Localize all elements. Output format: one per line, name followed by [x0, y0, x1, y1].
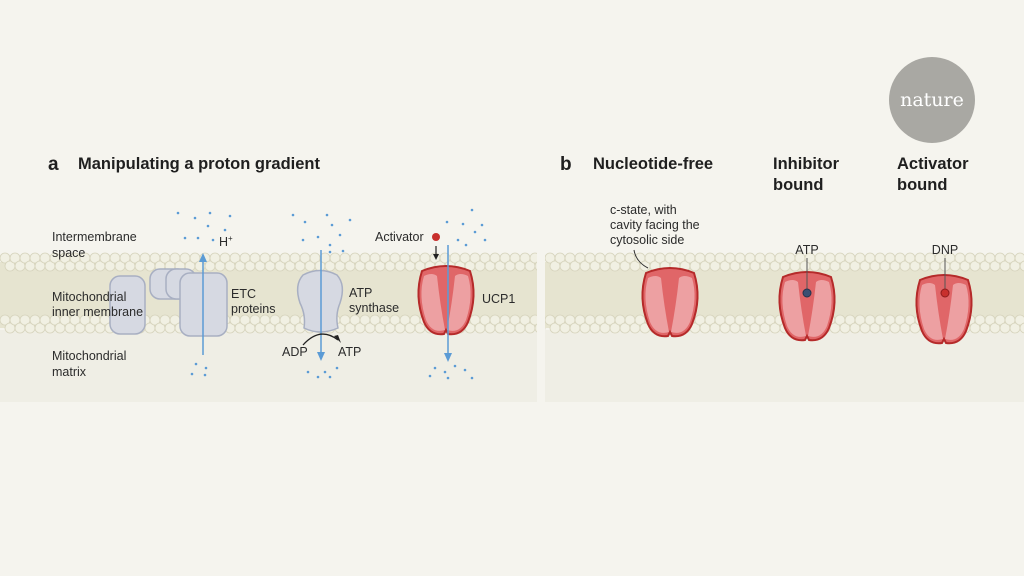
proton-dot [453, 364, 457, 368]
proton-dot [291, 213, 295, 217]
proton-dot [335, 366, 339, 370]
proton-dot [338, 233, 342, 237]
atp-synthase [296, 269, 344, 333]
annotation: cytosolic side [610, 233, 684, 247]
panel-a-title: Manipulating a proton gradient [78, 155, 320, 173]
proton-dot [480, 223, 484, 227]
proton-dot [208, 211, 212, 215]
svg-text:nature: nature [900, 89, 964, 111]
proton-label: H+ [219, 234, 233, 249]
proton-dot [306, 370, 310, 374]
lipid-head [1019, 322, 1024, 334]
proton-dot [323, 370, 327, 374]
proton-dot [473, 230, 477, 234]
proton-dot [196, 236, 200, 240]
proton-dot [316, 235, 320, 239]
proton-dot [223, 228, 227, 232]
ucp1-label: UCP1 [482, 292, 515, 306]
proton-dot [348, 218, 352, 222]
etc-proteins [109, 268, 228, 337]
proton-dot [433, 366, 437, 370]
state-title: Inhibitor [773, 155, 840, 173]
atp-synthase-label: synthase [349, 301, 399, 315]
atp-molecule [802, 288, 812, 298]
ucp1-protein [417, 265, 475, 336]
lipid-head [1014, 252, 1024, 264]
proton-dot [456, 238, 460, 242]
state-title: Nucleotide-free [593, 155, 713, 173]
proton-dot [325, 213, 329, 217]
atp-synthase-label: ATP [349, 286, 372, 300]
etc-label: proteins [231, 302, 275, 316]
state-title: bound [773, 176, 823, 194]
proton-dot [203, 373, 207, 377]
proton-dot [183, 236, 187, 240]
proton-dot [190, 372, 194, 376]
proton-dot [228, 214, 232, 218]
arrow-head-icon [317, 352, 325, 361]
panel-b-letter: b [560, 154, 572, 175]
panel-divider [537, 150, 545, 410]
region-label: Intermembrane [52, 230, 137, 244]
proton-dot [176, 211, 180, 215]
proton-dot [328, 243, 332, 247]
proton-dot [330, 223, 334, 227]
matrix-region-b [545, 330, 1024, 402]
proton-dot [303, 220, 307, 224]
proton-dot [463, 368, 467, 372]
lipid-head [1014, 314, 1024, 326]
proton-dot [328, 250, 332, 254]
proton-dot [204, 366, 208, 370]
arrow-head-icon [334, 335, 341, 343]
atp-label: ATP [338, 345, 361, 359]
proton-dot [206, 224, 210, 228]
proton-dot [301, 238, 305, 242]
region-label: space [52, 246, 85, 260]
proton-dot [483, 238, 487, 242]
state-title: bound [897, 176, 947, 194]
ligand-label: DNP [932, 243, 958, 257]
ucp1-activator-bound [915, 274, 973, 345]
adp-label: ADP [282, 345, 308, 359]
proton-dot [194, 362, 198, 366]
proton-dot [445, 220, 449, 224]
panel-a-letter: a [48, 154, 59, 175]
ligand-label: ATP [795, 243, 818, 257]
region-label: Mitochondrial [52, 349, 126, 363]
proton-dot [464, 243, 468, 247]
arrow-head-icon [444, 353, 452, 362]
proton-dot [470, 208, 474, 212]
proton-dots [176, 208, 487, 380]
proton-dot [428, 374, 432, 378]
proton-dot [443, 370, 447, 374]
activator-molecule [432, 233, 440, 241]
dnp-molecule [940, 288, 950, 298]
arrow-head-icon [199, 253, 207, 262]
arrow-head-icon [433, 254, 439, 260]
proton-dot [461, 222, 465, 226]
lipid-head [1019, 260, 1024, 272]
proton-dot [341, 249, 345, 253]
region-label: matrix [52, 365, 87, 379]
proton-dot [211, 238, 215, 242]
activator-label: Activator [375, 230, 424, 244]
conversion-arrow [302, 333, 339, 346]
state-title: Activator [897, 155, 969, 173]
annotation: cavity facing the [610, 218, 700, 232]
region-label: Mitochondrial [52, 290, 126, 304]
nature-logo: nature [889, 57, 975, 143]
ucp1-nucleotide-free [641, 267, 699, 338]
proton-dot [316, 375, 320, 379]
proton-dot [328, 375, 332, 379]
etc-label: ETC [231, 287, 256, 301]
proton-dot [446, 376, 450, 380]
proton-dot [193, 216, 197, 220]
annotation-pointer [633, 249, 649, 269]
region-label: inner membrane [52, 305, 143, 319]
proton-dot [470, 376, 474, 380]
annotation: c-state, with [610, 203, 677, 217]
